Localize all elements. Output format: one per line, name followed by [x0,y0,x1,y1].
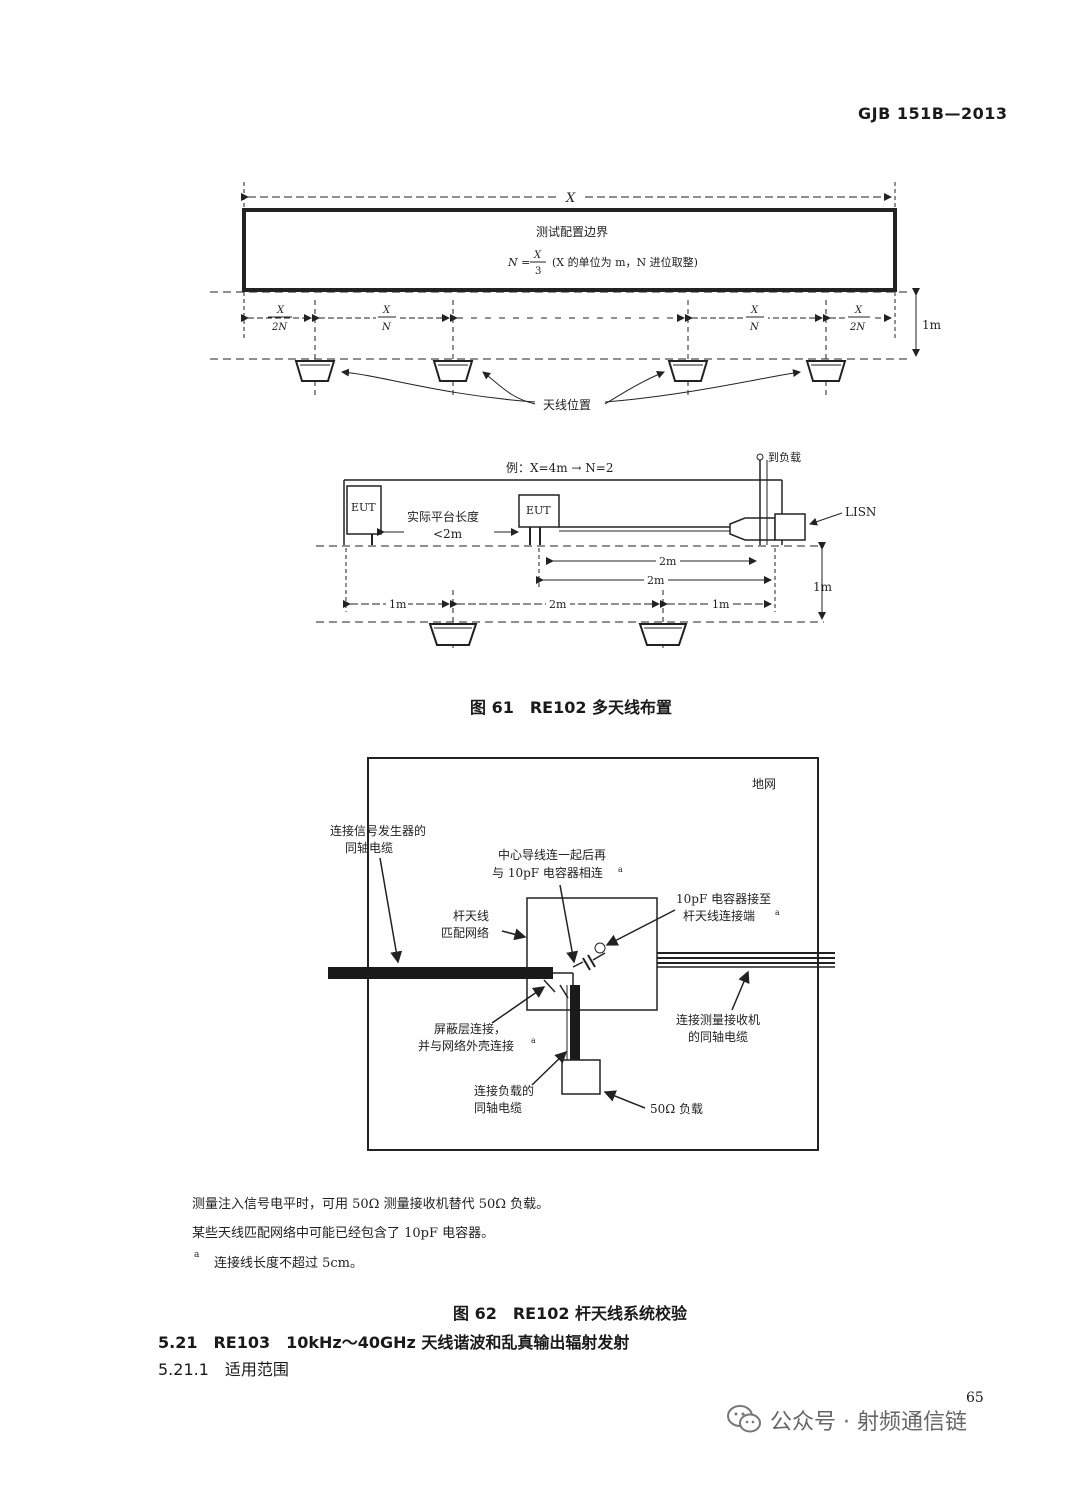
svg-text:同轴电缆: 同轴电缆 [474,1100,522,1115]
section-5-21-1-heading: 5.21.1 适用范围 [158,1360,289,1379]
svg-text:X: X [382,305,391,316]
svg-text:N: N [381,322,392,333]
figure-61-caption: 图 61 RE102 多天线布置 [470,698,673,717]
svg-text:1m: 1m [389,598,407,611]
svg-text:2N: 2N [271,322,288,333]
antenna-position-label: 天线位置 [543,397,591,412]
svg-text:X: X [854,305,863,316]
standard-number: GJB 151B—2013 [858,104,1008,123]
antenna-b2 [638,623,688,646]
note-1: 测量注入信号电平时，可用 50Ω 测量接收机替代 50Ω 负载。 [192,1197,550,1212]
svg-text:10pF 电容器接至: 10pF 电容器接至 [676,891,771,906]
svg-text:a: a [531,1036,536,1045]
actual-length-value: <2m [433,527,463,541]
antenna-3 [667,360,709,382]
svg-text:连接负载的: 连接负载的 [474,1083,534,1098]
svg-text:a: a [775,908,780,917]
figure-62-diagram: 地网 连接信号发生器的 同轴电缆 中心导线连一起后再 与 10pF 电容器相连 … [328,757,835,1151]
svg-text:连接测量接收机: 连接测量接收机 [676,1012,760,1027]
svg-text:50Ω 负载: 50Ω 负载 [650,1102,703,1116]
svg-text:并与网络外壳连接: 并与网络外壳连接 [418,1038,514,1053]
example-label: 例：X=4m → N=2 [506,461,614,475]
svg-text:EUT: EUT [526,504,551,517]
svg-text:的同轴电缆: 的同轴电缆 [688,1029,748,1044]
page-number: 65 [966,1390,984,1406]
signal-generator-cable [328,967,553,979]
svg-text:连接信号发生器的: 连接信号发生器的 [330,823,426,838]
svg-text:杆天线: 杆天线 [453,909,489,923]
svg-text:屏蔽层连接，: 屏蔽层连接， [434,1021,506,1036]
antenna-1 [294,360,336,382]
svg-text:N: N [749,322,760,333]
svg-text:匹配网络: 匹配网络 [441,925,489,940]
svg-text:2m: 2m [549,598,567,611]
dim-1m-top: 1m [922,318,942,332]
svg-text:杆天线连接端: 杆天线连接端 [683,908,755,923]
svg-text:2m: 2m [647,574,665,587]
lisn-label: LISN [845,505,876,519]
svg-text:a: a [618,865,623,874]
figure-62-caption: 图 62 RE102 杆天线系统校验 [453,1304,688,1323]
matching-network-box [526,897,658,1011]
test-setup-boundary [242,208,897,292]
svg-text:1m: 1m [712,598,730,611]
svg-text:X: X [533,250,542,261]
boundary-title: 测试配置边界 [536,224,608,239]
note-2: 某些天线匹配网络中可能已经包含了 10pF 电容器。 [192,1226,495,1241]
lisn-body [729,517,776,541]
load-cable [570,985,580,1060]
actual-length-label: 实际平台长度 [407,509,479,524]
svg-text:与 10pF 电容器相连: 与 10pF 电容器相连 [492,865,603,880]
dim-x-label: X [565,191,576,206]
svg-text:X: X [750,305,759,316]
load-50-ohm-box [561,1059,601,1095]
svg-text:3: 3 [535,266,541,277]
antenna-4 [805,360,847,382]
svg-text:1m: 1m [813,580,833,594]
footnote-mark: a [194,1250,200,1260]
svg-text:同轴电缆: 同轴电缆 [345,840,393,855]
ground-plane-label: 地网 [752,777,776,791]
svg-text:X: X [276,305,285,316]
svg-text:2m: 2m [659,555,677,568]
svg-text:EUT: EUT [351,501,376,514]
svg-text:中心导线连一起后再: 中心导线连一起后再 [498,847,606,862]
watermark-text: 公众号 · 射频通信链 [770,1410,967,1435]
figure-61-diagram: X 测试配置边界 N = X 3 (X 的单位为 m，N 进位取整) X 2N … [210,182,942,648]
eut-box-left [346,485,382,535]
footnote: 连接线长度不超过 5cm。 [214,1256,364,1271]
wechat-icon [726,1402,762,1436]
formula-note: (X 的单位为 m，N 进位取整) [552,255,698,269]
eut-box-right [518,494,560,528]
section-5-21-heading: 5.21 RE103 10kHz～40GHz 天线谐波和乱真输出辐射发射 [158,1333,630,1352]
to-load-label: 到负载 [768,450,801,464]
formula-n: N = [507,256,530,269]
antenna-b1 [428,623,478,646]
antenna-2 [432,360,474,382]
svg-text:2N: 2N [849,322,866,333]
